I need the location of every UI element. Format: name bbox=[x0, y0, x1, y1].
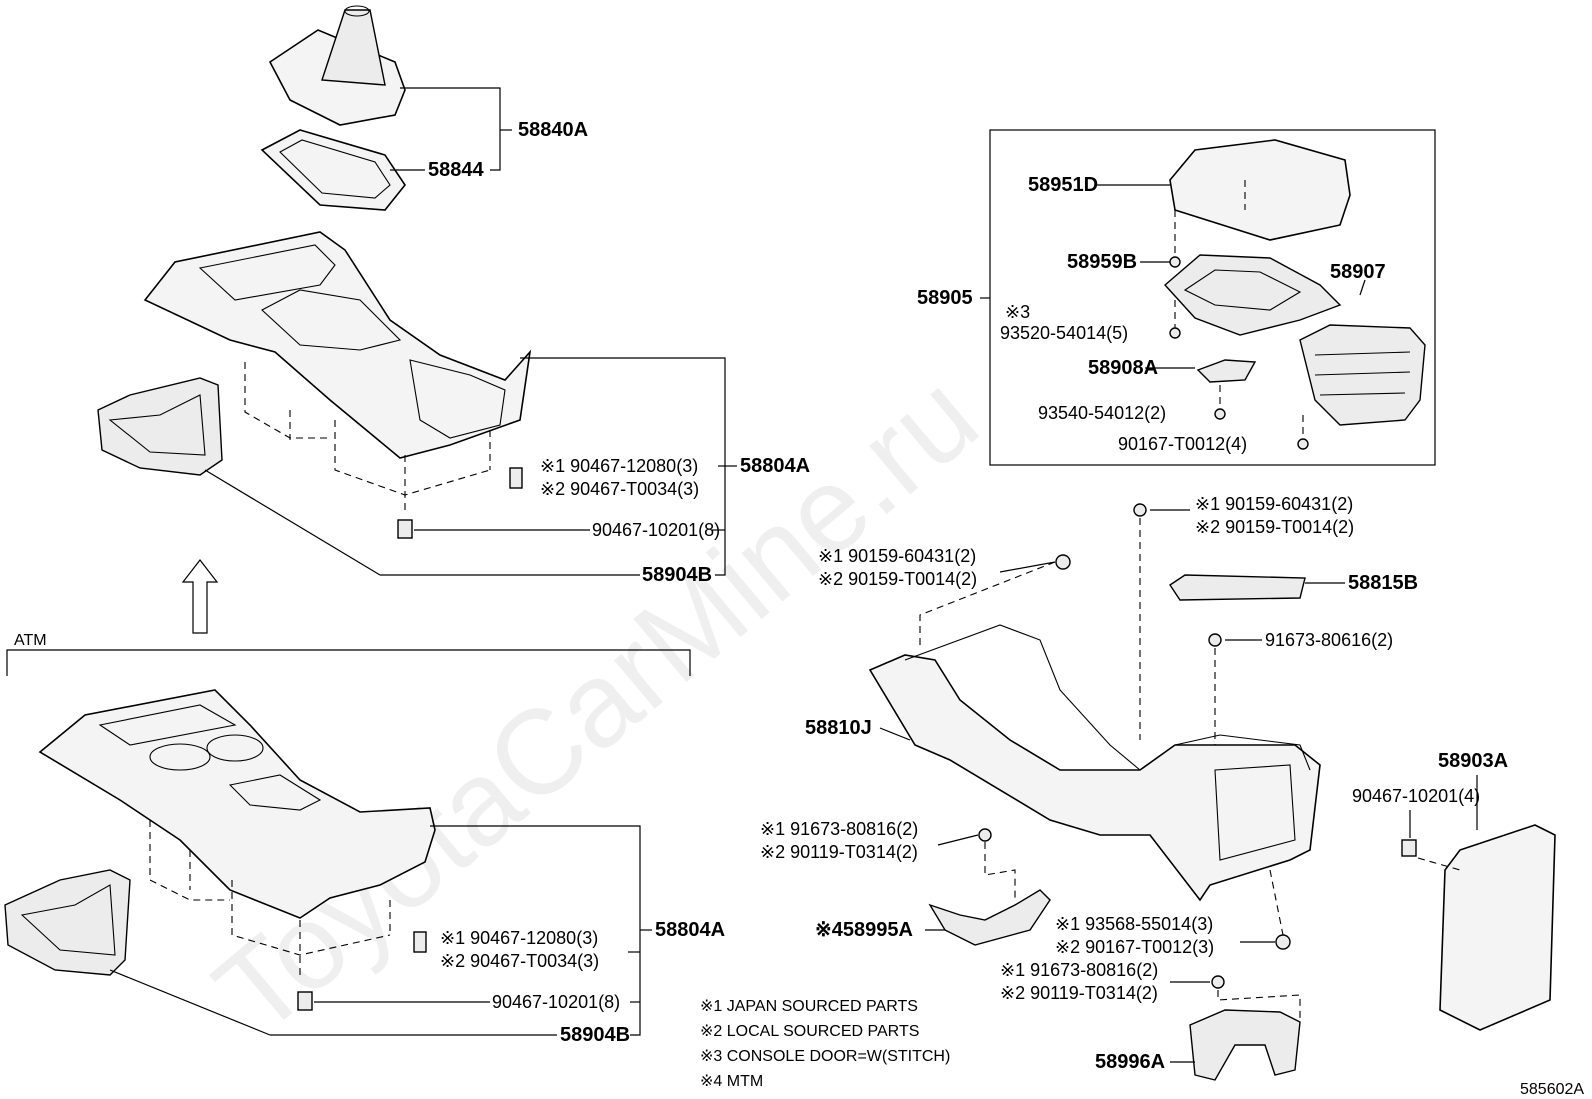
callout-bolt-a1: ※1 90159-60431(2) bbox=[1195, 494, 1353, 514]
callout-bolt-f1: ※1 91673-80816(2) bbox=[1000, 960, 1158, 980]
shift-boot-assembly bbox=[260, 5, 406, 211]
screw-icon bbox=[1297, 438, 1309, 450]
callout-bot-clip-1: ※1 90467-12080(3) bbox=[440, 928, 598, 948]
callout-door-note: ※3 bbox=[1005, 302, 1030, 322]
callout-bolt-e2: ※2 90167-T0012(3) bbox=[1055, 937, 1214, 957]
label-58996A: 58996A bbox=[1095, 1051, 1165, 1073]
section-atm-label: ATM bbox=[14, 632, 47, 649]
bracket-58995A bbox=[928, 889, 1051, 946]
upper-console-atm bbox=[4, 689, 436, 976]
console-box bbox=[868, 574, 1321, 902]
console-rear-panel bbox=[1439, 824, 1556, 1031]
callout-bolt-d2: ※2 90119-T0314(2) bbox=[760, 842, 918, 862]
console-door-parts bbox=[1163, 139, 1426, 426]
bolt-icon bbox=[978, 828, 992, 842]
callout-top-clip-1: ※1 90467-12080(3) bbox=[540, 456, 698, 476]
callout-bolt-b1: ※1 90159-60431(2) bbox=[818, 546, 976, 566]
bolt-icon bbox=[1208, 633, 1222, 647]
label-58959B: 58959B bbox=[1067, 251, 1137, 273]
label-58905: 58905 bbox=[917, 287, 973, 309]
bracket-58996A bbox=[1189, 1009, 1301, 1081]
callout-door-screw-3: 90167-T0012(4) bbox=[1118, 434, 1247, 454]
label-58903A: 58903A bbox=[1438, 750, 1508, 772]
callout-bolt-f2: ※2 90119-T0314(2) bbox=[1000, 983, 1158, 1003]
clip-icon bbox=[397, 519, 413, 539]
legend-item: ※4 MTM bbox=[700, 1073, 763, 1090]
label-58908A: 58908A bbox=[1088, 357, 1158, 379]
bolt-icon bbox=[1211, 975, 1225, 989]
label-58810J: 58810J bbox=[805, 717, 872, 739]
label-58804A-top: 58804A bbox=[740, 455, 810, 477]
legend-item: ※3 CONSOLE DOOR=W(STITCH) bbox=[700, 1048, 950, 1065]
callout-bolt-e1: ※1 93568-55014(3) bbox=[1055, 914, 1213, 934]
callout-door-screw-1: 93520-54014(5) bbox=[1000, 323, 1128, 343]
callout-bot-clip-3: 90467-10201(8) bbox=[492, 992, 620, 1012]
label-58904B-bot: 58904B bbox=[560, 1024, 630, 1046]
arrow-up-icon bbox=[181, 559, 219, 634]
label-58904B-top: 58904B bbox=[642, 564, 712, 586]
clip-icon bbox=[509, 467, 523, 489]
label-58995A: ※458995A bbox=[815, 919, 913, 941]
label-58815B: 58815B bbox=[1348, 572, 1418, 594]
upper-console-mtm bbox=[97, 231, 532, 476]
callout-bolt-d1: ※1 91673-80816(2) bbox=[760, 819, 918, 839]
bolt-icon bbox=[1275, 934, 1291, 950]
callout-bot-clip-2: ※2 90467-T0034(3) bbox=[440, 951, 599, 971]
callout-bolt-b2: ※2 90159-T0014(2) bbox=[818, 569, 977, 589]
label-58840A: 58840A bbox=[518, 119, 588, 141]
callout-bolt-a2: ※2 90159-T0014(2) bbox=[1195, 517, 1354, 537]
screw-icon bbox=[1214, 408, 1226, 420]
diagram-id: 585602A bbox=[1520, 1081, 1584, 1098]
clip-icon bbox=[297, 991, 313, 1011]
screw-icon bbox=[1169, 256, 1181, 268]
callout-top-clip-3: 90467-10201(8) bbox=[592, 520, 720, 540]
label-58844: 58844 bbox=[428, 159, 484, 181]
legend-item: ※1 JAPAN SOURCED PARTS bbox=[700, 998, 918, 1015]
label-58951D: 58951D bbox=[1028, 174, 1098, 196]
label-58907: 58907 bbox=[1330, 261, 1386, 283]
screw-icon bbox=[1169, 327, 1181, 339]
bolt-icon bbox=[1055, 554, 1071, 570]
callout-clip-903: 90467-10201(4) bbox=[1352, 786, 1480, 806]
callout-bolt-c: 91673-80616(2) bbox=[1265, 630, 1393, 650]
clip-icon bbox=[1401, 839, 1417, 857]
bolt-icon bbox=[1133, 503, 1147, 517]
clip-icon bbox=[413, 931, 427, 953]
callout-top-clip-2: ※2 90467-T0034(3) bbox=[540, 479, 699, 499]
label-58804A-bot: 58804A bbox=[655, 919, 725, 941]
legend-item: ※2 LOCAL SOURCED PARTS bbox=[700, 1023, 919, 1040]
callout-door-screw-2: 93540-54012(2) bbox=[1038, 403, 1166, 423]
